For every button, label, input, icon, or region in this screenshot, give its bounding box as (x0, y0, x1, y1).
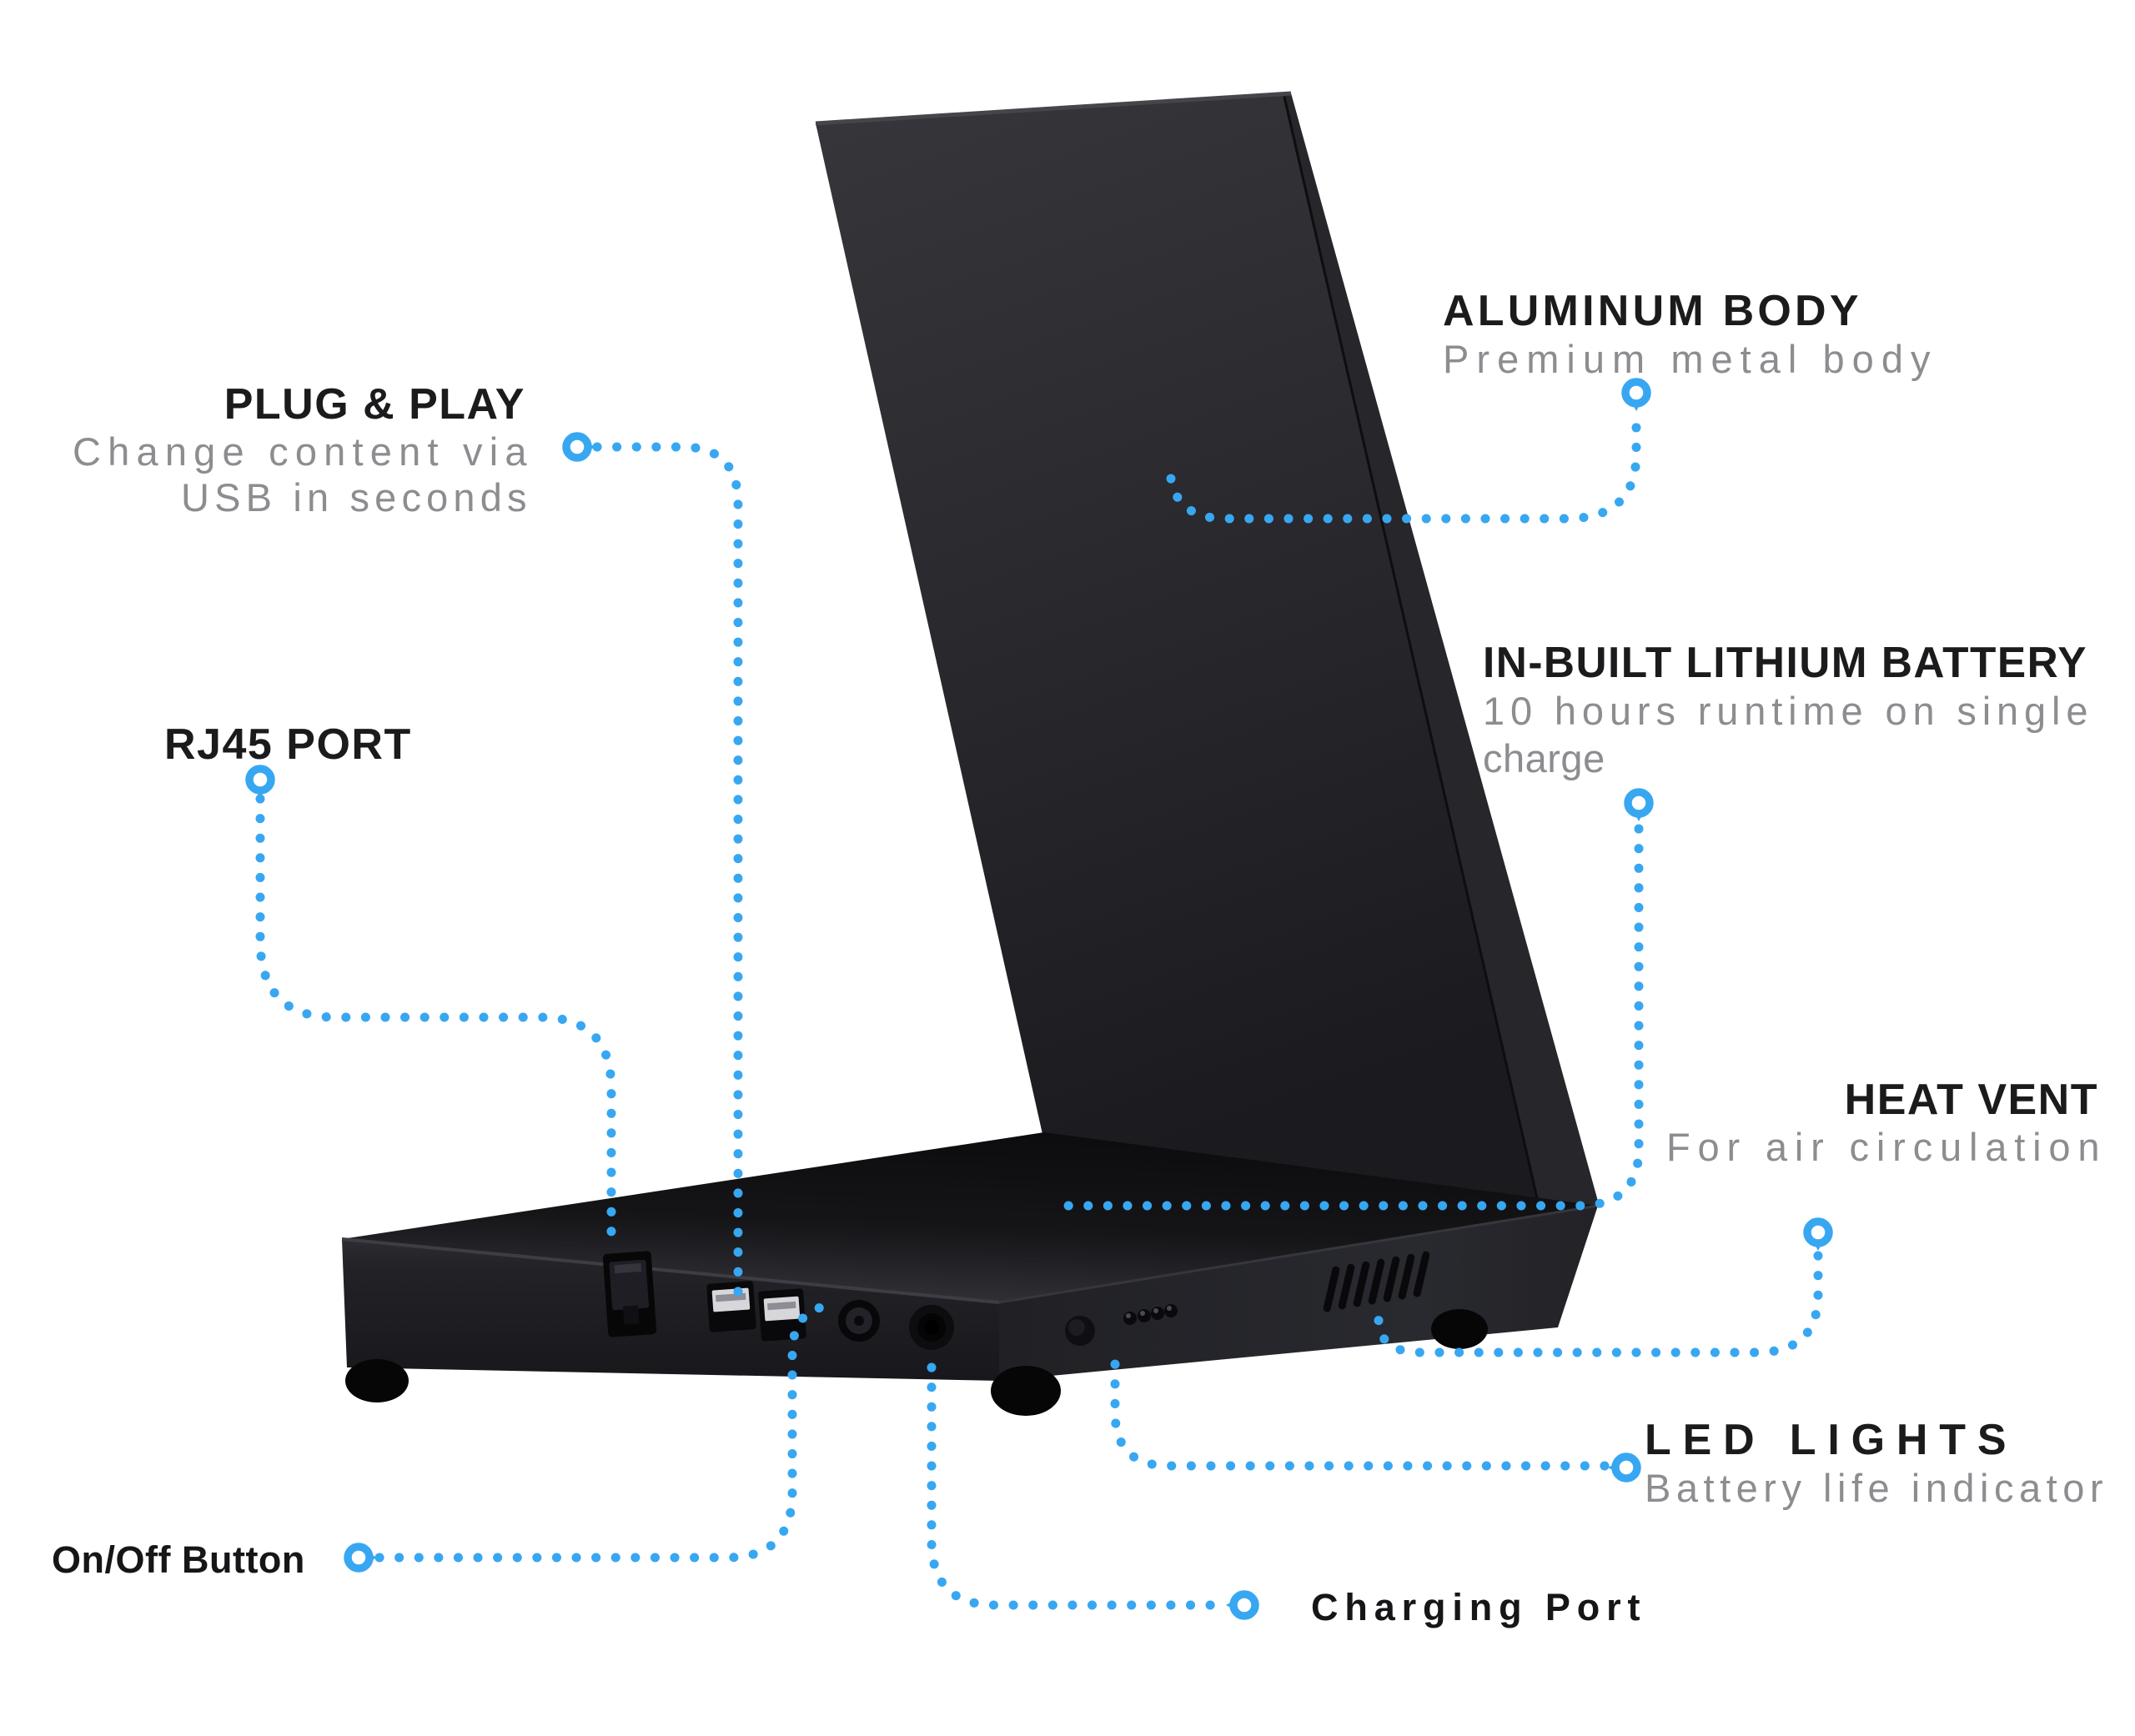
device-base-front (342, 1239, 999, 1381)
on-off-callout-line (374, 1301, 841, 1563)
plug-play-title: PLUG & PLAY (224, 380, 525, 429)
usb-port-2 (758, 1288, 806, 1342)
rj45-callout-marker (245, 765, 275, 798)
battery-callout-line (1047, 824, 1644, 1211)
plug-play-subtitle-1: Change content via (73, 429, 527, 474)
battery-callout-marker (1624, 788, 1654, 821)
device-panel-bevel (1283, 93, 1600, 1210)
device-panel-seam (1283, 96, 1541, 1210)
callout-markers (245, 378, 1833, 1620)
heat-vent-title: HEAT VENT (1845, 1076, 2098, 1124)
device-panel-top-edge (815, 91, 1292, 126)
led-lights (1123, 1304, 1178, 1325)
plug-play-callout-line (592, 442, 743, 1299)
led-callout-line (1110, 1352, 1610, 1471)
callout-lines (255, 415, 1823, 1610)
led-callout-marker (1608, 1453, 1641, 1483)
device (341, 91, 1600, 1416)
battery-subtitle-2: charge (1483, 736, 1605, 780)
aluminum-callout-marker (1621, 378, 1651, 411)
device-base-top (342, 1132, 1598, 1302)
device-panel (816, 93, 1600, 1207)
callout-labels: PLUG & PLAY Change content via USB in se… (52, 287, 2103, 1628)
rj45-callout-line (255, 794, 616, 1252)
rj45-port (602, 1251, 657, 1337)
led-title: LED LIGHTS (1645, 1416, 2007, 1464)
device-base-right-edge (998, 1204, 1599, 1304)
charging-title: Charging Port (1311, 1586, 1640, 1628)
battery-title: IN-BUILT LITHIUM BATTERY (1483, 639, 2087, 687)
aluminum-subtitle: Premium metal body (1443, 337, 1931, 381)
rj45-title: RJ45 PORT (164, 720, 412, 769)
heat-vents (1323, 1251, 1430, 1312)
device-foot-left (345, 1359, 409, 1402)
on-off-callout-marker (344, 1543, 377, 1573)
plug-play-callout-marker (562, 432, 595, 462)
charging-jack (909, 1305, 954, 1350)
heat-vent-callout-marker (1803, 1217, 1833, 1251)
on-off-title: On/Off Button (52, 1538, 305, 1581)
usb-port-1 (706, 1281, 756, 1332)
power-button (838, 1300, 880, 1342)
led-subtitle: Battery life indicator (1645, 1466, 2103, 1510)
battery-subtitle-1: 10 hours runtime on single (1483, 689, 2088, 733)
aluminum-title: ALUMINUM BODY (1443, 287, 1860, 335)
device-base-front-edge (341, 1237, 1000, 1304)
charging-callout-line (927, 1362, 1219, 1610)
device-foot-right (1431, 1309, 1488, 1349)
heat-vent-subtitle: For air circulation (1666, 1125, 2100, 1169)
heat-vent-callout-line (1374, 1251, 1823, 1357)
device-foot-middle (991, 1366, 1061, 1416)
plug-play-subtitle-2: USB in seconds (181, 475, 527, 519)
status-button (1065, 1316, 1095, 1346)
charging-callout-marker (1226, 1590, 1259, 1620)
